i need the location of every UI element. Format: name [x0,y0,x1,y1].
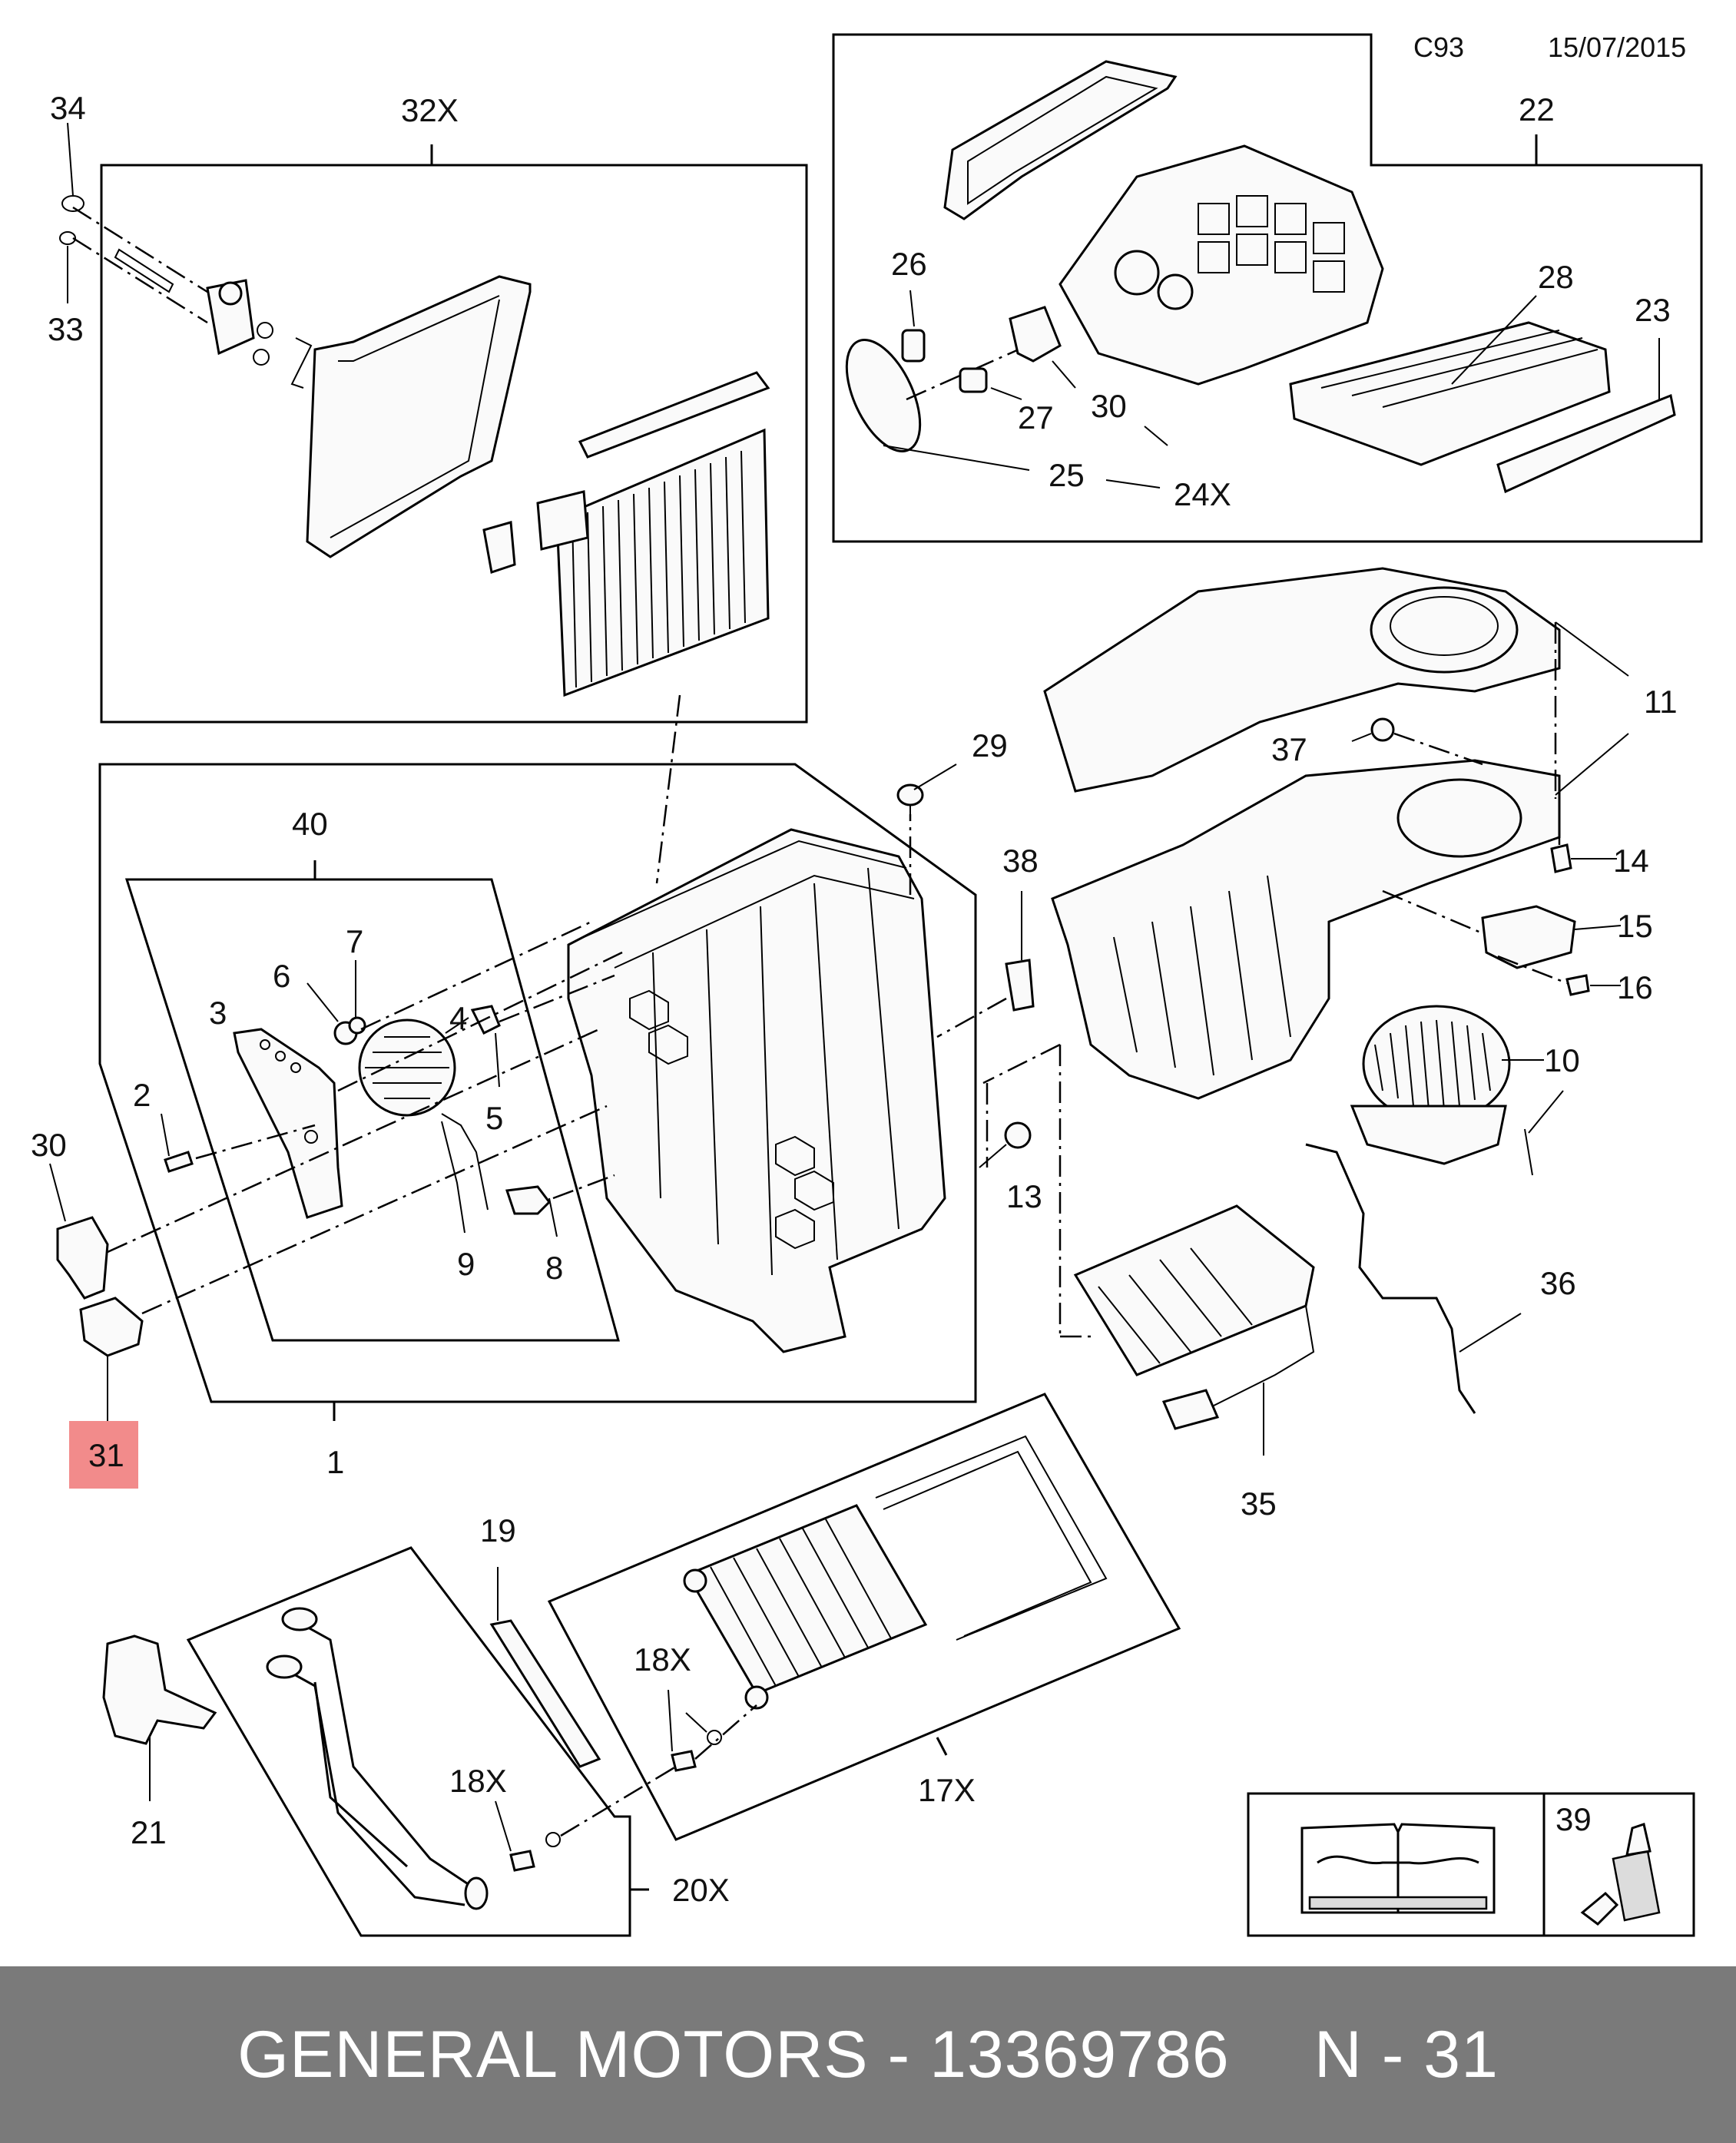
label-32x: 32X [401,92,459,128]
label-29: 29 [972,727,1008,763]
label-40: 40 [292,806,328,842]
sealant-bottle-icon [1580,1823,1661,1926]
label-23: 23 [1635,292,1671,328]
label-5: 5 [485,1100,503,1136]
label-25: 25 [1049,457,1085,493]
label-20x: 20X [672,1872,730,1908]
label-3: 3 [209,995,227,1031]
label-13: 13 [1006,1178,1042,1214]
label-21: 21 [131,1814,167,1850]
label-39: 39 [1555,1801,1592,1837]
label-35: 35 [1241,1486,1277,1522]
label-22: 22 [1519,91,1555,128]
label-28: 28 [1538,259,1574,295]
label-18x-b: 18X [449,1763,507,1799]
label-1: 1 [326,1444,344,1480]
housing-box [98,694,1061,1421]
label-15: 15 [1617,908,1653,944]
label-18x-a: 18X [634,1641,691,1678]
info-box-39 [1247,1792,1695,1937]
evaporator-kit-box [59,122,808,724]
label-26: 26 [891,246,927,282]
parts-diagram: C93 15/07/2015 34 [31,31,1703,1937]
label-36: 36 [1540,1265,1576,1301]
label-24x: 24X [1174,476,1231,512]
label-37: 37 [1271,731,1307,767]
hvac-module-box [832,33,1703,543]
label-17x: 17X [918,1772,976,1808]
heater-pipes-box [102,1546,677,1937]
label-10: 10 [1544,1042,1580,1078]
actuator-box [124,860,623,1342]
label-34: 34 [50,90,86,126]
label-7: 7 [346,923,363,959]
label-6: 6 [273,958,290,994]
diagram-code: C93 [1413,31,1464,63]
label-9: 9 [457,1246,475,1282]
footer-brand: GENERAL MOTORS - 13369786 [237,2017,1230,2092]
diagram-date: 15/07/2015 [1548,31,1686,63]
label-30-top: 30 [1091,388,1127,424]
label-33: 33 [48,311,84,347]
label-38: 38 [1002,843,1039,879]
label-11: 11 [1644,684,1678,720]
label-31: 31 [88,1437,124,1473]
part-31-highlight [69,1421,138,1489]
label-14: 14 [1613,843,1649,879]
label-19: 19 [480,1512,516,1548]
actuator-parts-30-31 [49,1028,608,1421]
label-16: 16 [1617,969,1653,1005]
manual-book-icon [1300,1823,1496,1914]
label-4: 4 [449,1000,467,1036]
label-30-left: 30 [31,1127,67,1163]
blower-case-group [1043,567,1629,1456]
label-2: 2 [133,1077,151,1113]
heater-core-box [547,1393,1181,1841]
label-27: 27 [1018,399,1054,436]
footer-ref: N - 31 [1314,2017,1499,2092]
label-8: 8 [545,1250,563,1286]
footer-bar: GENERAL MOTORS - 13369786 N - 31 [0,1966,1736,2143]
